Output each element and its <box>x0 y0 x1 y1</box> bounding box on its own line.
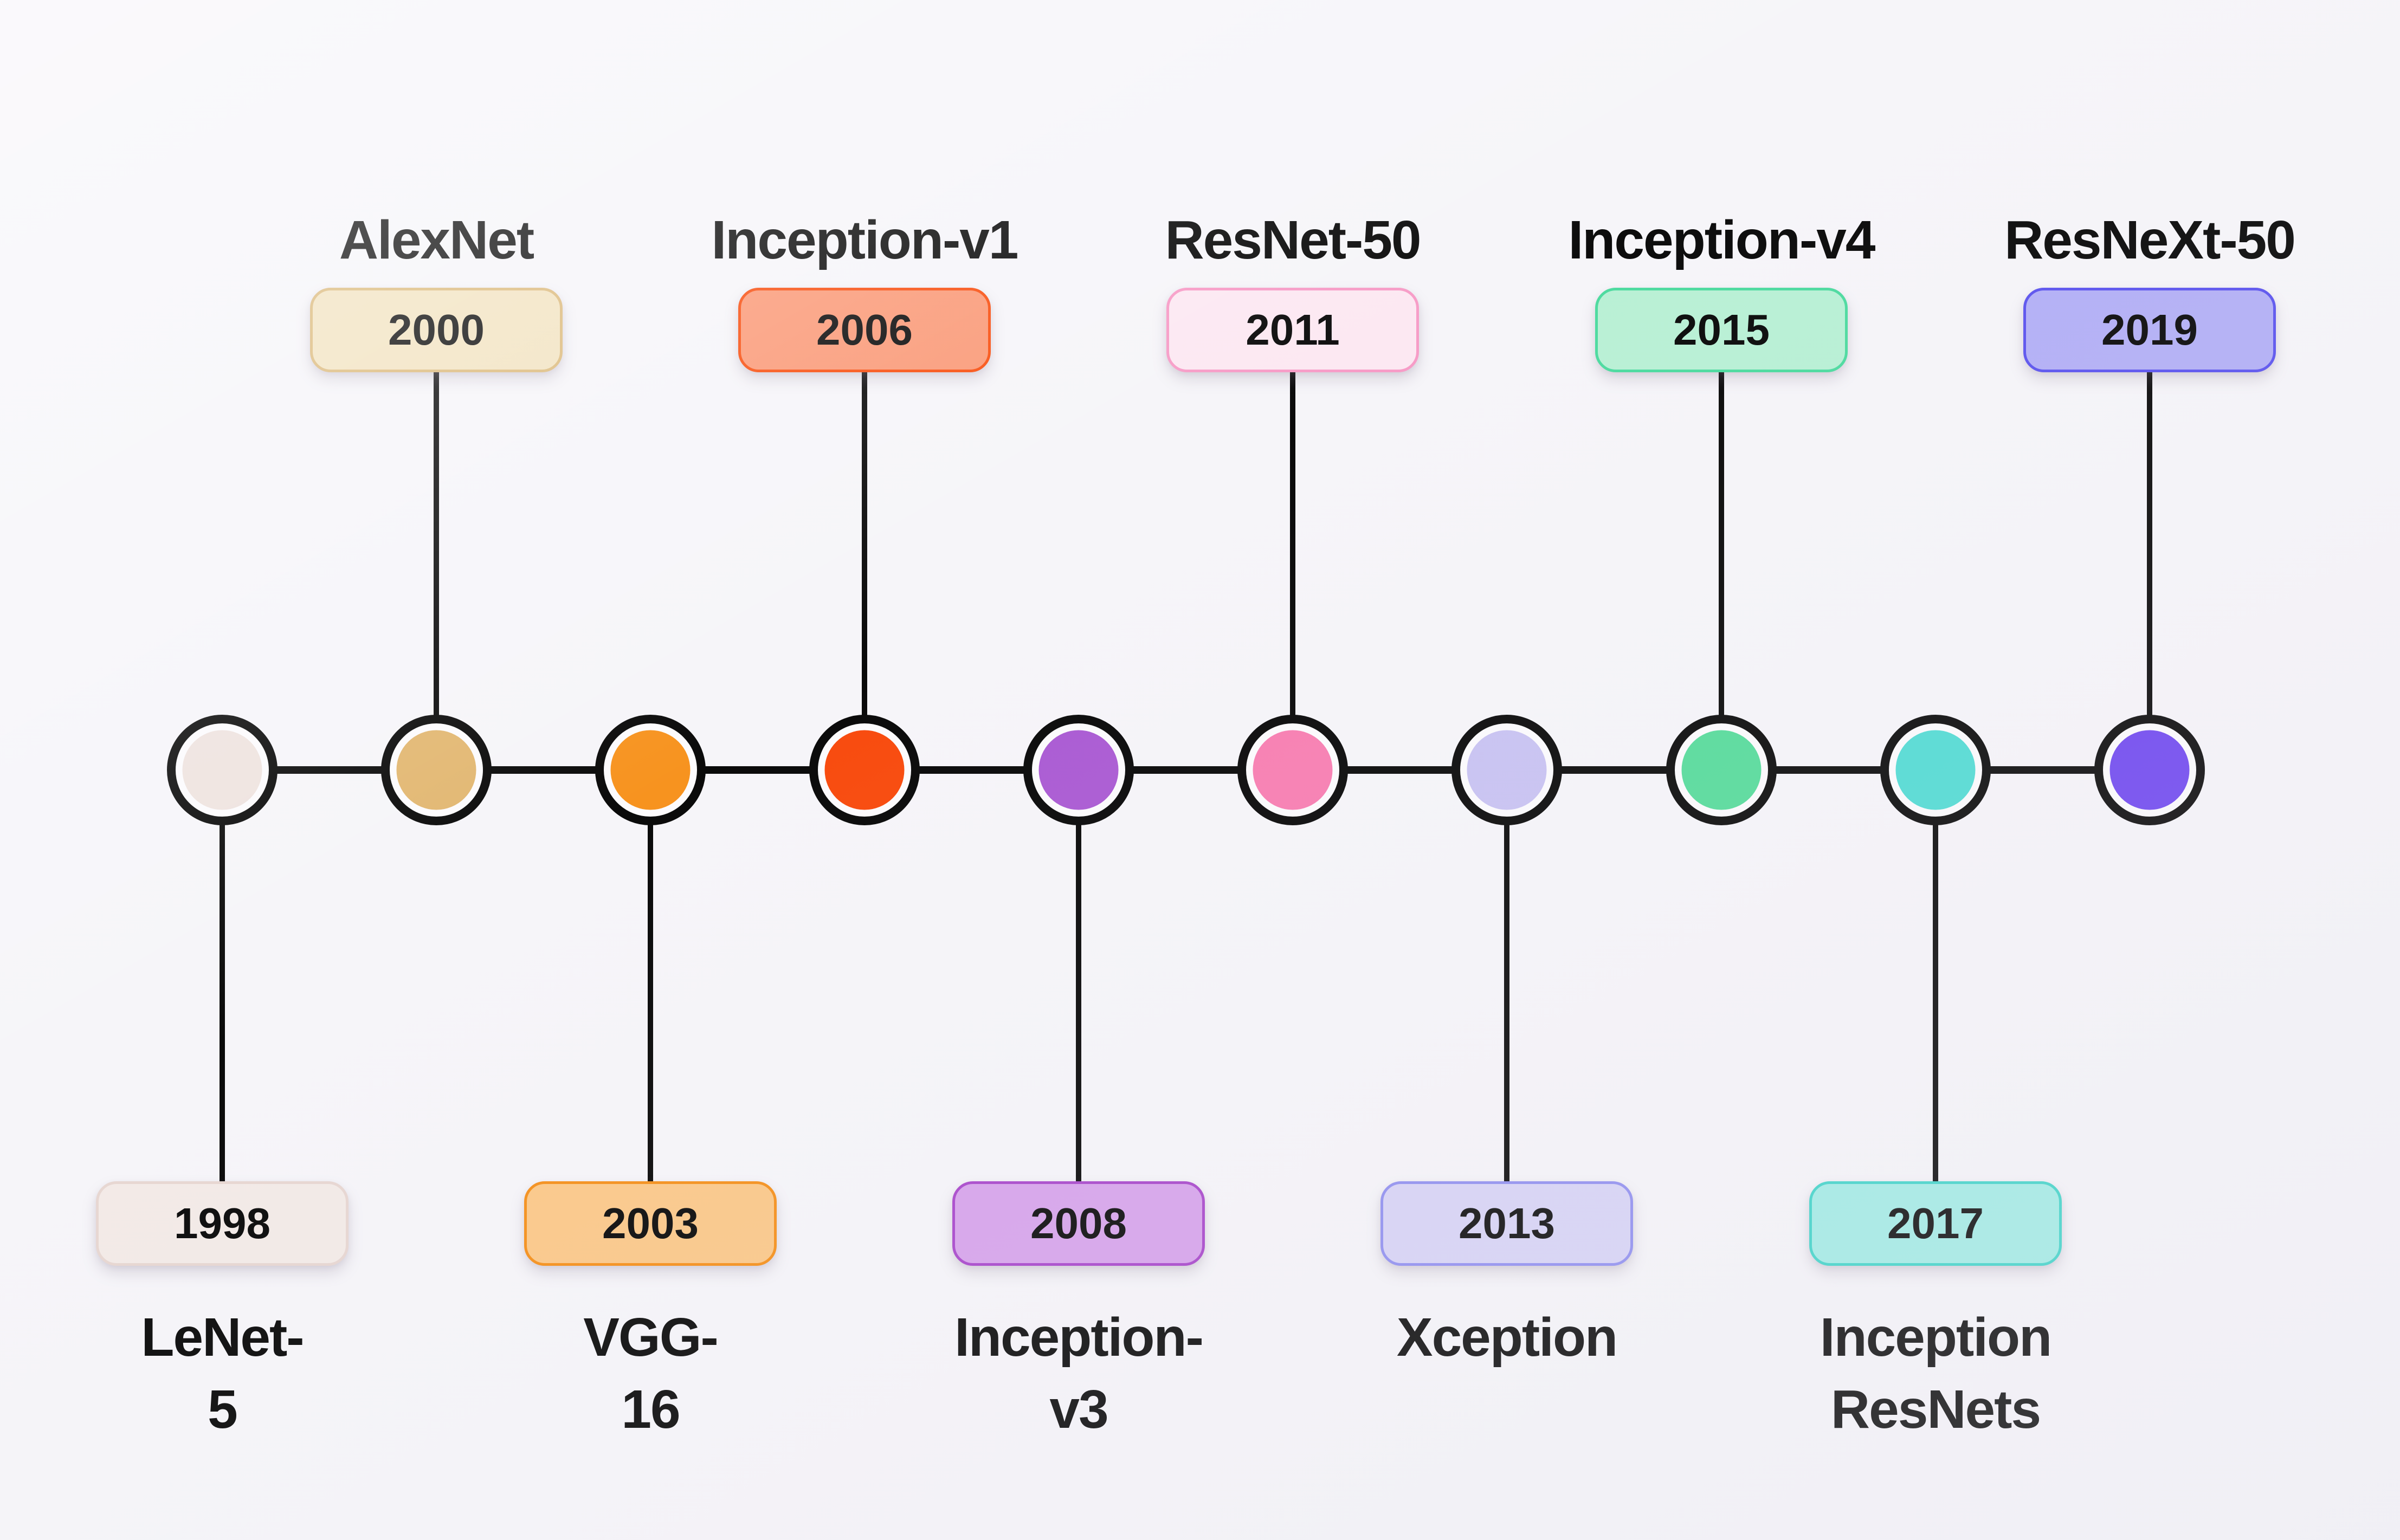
item-label: LeNet-5 <box>141 1307 304 1440</box>
timeline-node <box>1023 715 1134 825</box>
connector-line <box>1719 371 1724 772</box>
timeline-node <box>1237 715 1348 825</box>
badge-year: 1998 <box>174 1199 270 1247</box>
node-dot <box>1038 730 1119 810</box>
timeline-node <box>1666 715 1777 825</box>
connector-line <box>220 770 225 1183</box>
timeline-node <box>595 715 706 825</box>
node-dot <box>1467 730 1547 810</box>
year-badge: 2003 <box>524 1181 777 1266</box>
node-dot <box>396 730 476 810</box>
badge-year: 2003 <box>602 1199 699 1247</box>
item-label: ResNeXt-50 <box>2004 209 2296 270</box>
badge-year: 2019 <box>2101 306 2198 354</box>
year-badge: 2019 <box>2023 288 2276 372</box>
badge-year: 2000 <box>388 306 485 354</box>
node-dot <box>2109 730 2190 810</box>
node-dot <box>182 730 262 810</box>
badge-year: 2017 <box>1887 1199 1984 1247</box>
badge-year: 2015 <box>1673 306 1770 354</box>
year-badge: 2000 <box>310 288 563 372</box>
node-dot <box>1253 730 1333 810</box>
item-label: ResNet-50 <box>1165 209 1421 270</box>
node-dot <box>610 730 691 810</box>
timeline-node <box>809 715 920 825</box>
timeline-node <box>2094 715 2205 825</box>
item-label: Inception-v4 <box>1568 209 1876 270</box>
timeline-node <box>167 715 278 825</box>
year-badge: 2013 <box>1380 1181 1633 1266</box>
node-dot <box>1681 730 1762 810</box>
badge-year: 2013 <box>1459 1199 1555 1247</box>
timeline-node <box>1451 715 1562 825</box>
year-badge: 1998 <box>96 1181 349 1266</box>
item-label: Inception-v3 <box>954 1307 1204 1440</box>
connector-line <box>1504 770 1509 1183</box>
node-dot <box>1895 730 1976 810</box>
badge-year: 2011 <box>1246 306 1340 354</box>
badge-year: 2008 <box>1030 1199 1127 1247</box>
year-badge: 2015 <box>1595 288 1848 372</box>
connector-line <box>2147 371 2152 772</box>
connector-line <box>1290 371 1295 772</box>
connector-line <box>434 371 439 772</box>
year-badge: 2011 <box>1166 288 1419 372</box>
year-badge: 2017 <box>1809 1181 2062 1266</box>
year-badge: 2008 <box>952 1181 1205 1266</box>
item-label: Inception-v1 <box>711 209 1019 270</box>
item-label: AlexNet <box>339 209 534 270</box>
item-label: VGG-16 <box>583 1307 719 1440</box>
connector-line <box>862 371 867 772</box>
year-badge: 2006 <box>738 288 991 372</box>
badge-year: 2006 <box>816 306 913 354</box>
connector-line <box>1933 770 1938 1183</box>
timeline-node <box>1880 715 1991 825</box>
connector-line <box>648 770 653 1183</box>
timeline-axis-line <box>222 766 2150 774</box>
item-label: Inception ResNets <box>1820 1307 2052 1440</box>
connector-line <box>1076 770 1081 1183</box>
node-dot <box>824 730 905 810</box>
timeline-node <box>381 715 492 825</box>
item-label: Xception <box>1396 1307 1618 1368</box>
